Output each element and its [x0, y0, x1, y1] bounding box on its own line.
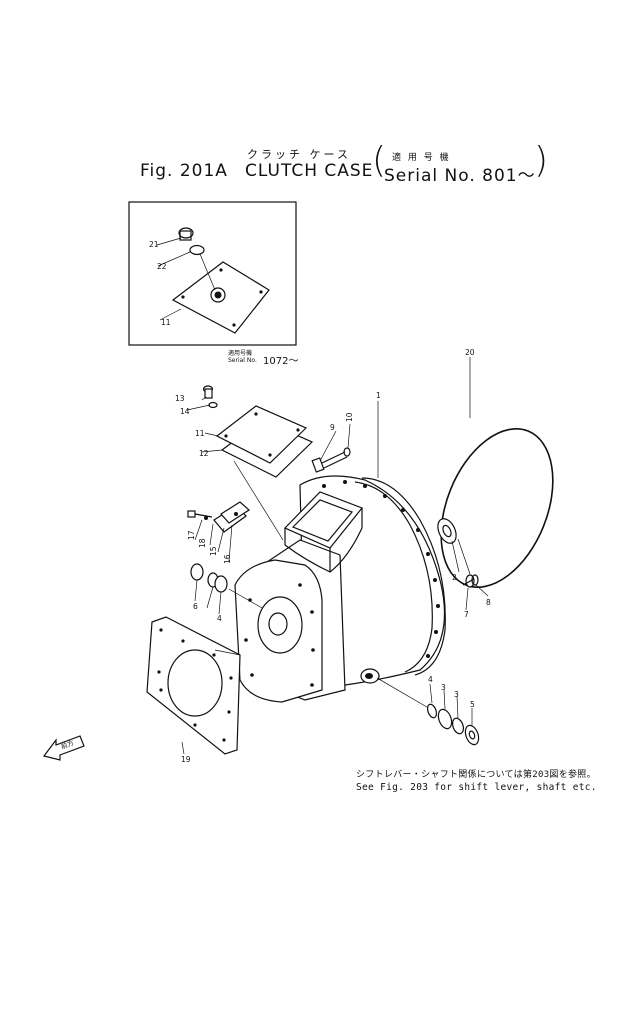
part-label-11: 11 [195, 429, 205, 438]
title-serial: Serial No. 801～ [384, 166, 536, 186]
right-side-parts [457, 538, 479, 588]
title-jp-name: クラッチ ケース [247, 148, 351, 161]
close-paren: ) [534, 140, 549, 181]
part-label-13: 13 [175, 394, 185, 403]
direction-arrow-icon [42, 735, 85, 761]
part-label-20: 20 [465, 348, 475, 357]
top-cover-plate [202, 385, 314, 541]
figure-number: Fig. 201A [140, 161, 228, 181]
part-label-15: 15 [209, 546, 218, 556]
clutch-case-body [234, 475, 457, 703]
direction-label: 前方 [60, 738, 76, 751]
part-label-22: 22 [157, 262, 167, 271]
inset-serial-label: Serial No. [228, 357, 257, 364]
leader-lines [186, 396, 489, 725]
inset-serial-jp: 適用号機 [228, 350, 253, 357]
part-label-5: 5 [470, 700, 475, 709]
part-label-9: 9 [330, 423, 335, 432]
part-label-3b: 3 [454, 690, 459, 699]
part-label-6: 6 [193, 602, 198, 611]
part-label-1: 1 [376, 391, 381, 400]
part-label-7: 7 [464, 610, 469, 619]
part-label-16: 16 [223, 554, 232, 564]
part-label-4a: 4 [428, 675, 433, 684]
part-label-10: 10 [345, 412, 354, 422]
part-label-12: 12 [199, 449, 209, 458]
inset-serial-value: 1072～ [263, 356, 299, 367]
part-label-14: 14 [180, 407, 190, 416]
flange-bolt-holes [244, 480, 440, 687]
part-label-19: 19 [181, 755, 191, 764]
part-number-labels: 1 2 3 3 4 4 5 6 7 8 9 10 11 11 12 13 14 … [149, 240, 491, 764]
bolt-9 [311, 447, 351, 473]
note-en: See Fig. 203 for shift lever, shaft etc. [356, 782, 597, 793]
part-label-11-inset: 11 [161, 318, 171, 327]
shaft-parts [376, 677, 480, 746]
inset-cover-plate [171, 261, 270, 334]
part-label-18: 18 [198, 538, 207, 548]
part-label-4b: 4 [217, 614, 222, 623]
gasket-19 [146, 616, 241, 755]
part-label-21: 21 [149, 240, 159, 249]
part-label-3a: 3 [441, 683, 446, 692]
inset-plug [178, 227, 216, 291]
left-side-parts [190, 563, 263, 609]
figure-title: CLUTCH CASE [245, 161, 374, 181]
note-jp: シフトレバー・シャフト関係については第203図を参照。 [356, 770, 596, 780]
inset-box [128, 201, 297, 346]
small-cover-15 [187, 501, 250, 533]
part-label-17: 17 [187, 530, 196, 540]
title-serial-jp: 適 用 号 機 [392, 153, 451, 163]
open-paren: ( [372, 140, 387, 181]
part-label-2: 2 [452, 573, 457, 582]
o-ring-20 [440, 427, 554, 589]
part-label-8: 8 [486, 598, 491, 607]
